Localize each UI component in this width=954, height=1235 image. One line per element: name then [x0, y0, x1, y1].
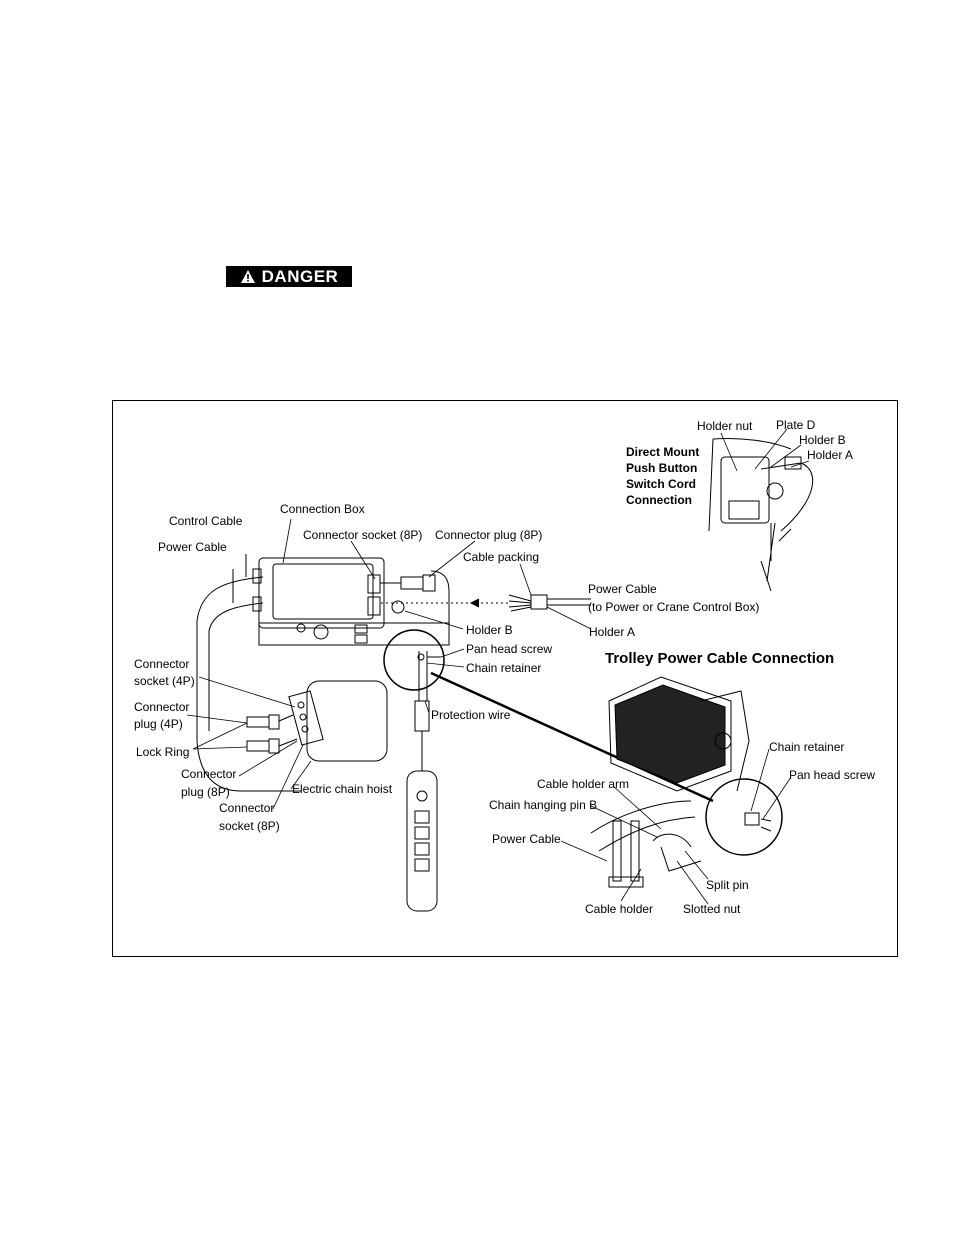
label-plate-d: Plate D: [776, 418, 816, 432]
label-control-cable: Control Cable: [169, 514, 243, 528]
label-power-cable-left: Power Cable: [158, 540, 227, 554]
label-chain-hanging-pin-b: Chain hanging pin B: [489, 798, 597, 812]
label-connector-socket-8p-top: Connector socket (8P): [303, 528, 422, 542]
label-holder-b-top: Holder B: [799, 433, 846, 447]
leader-lines: [186, 428, 810, 905]
label-pan-head-screw-right: Pan head screw: [789, 768, 875, 782]
label-electric-chain-hoist: Electric chain hoist: [292, 782, 393, 796]
connection-box-drawing: [252, 557, 450, 646]
top-connector-drawing: [380, 574, 591, 612]
trolley-title: Trolley Power Cable Connection: [605, 650, 834, 667]
danger-banner: DANGER: [226, 266, 352, 287]
wiring-diagram: Holder nut Plate D Holder B Holder A Dir…: [134, 418, 875, 916]
label-direct-mount-3: Switch Cord: [626, 477, 696, 491]
label-chain-retainer-mid: Chain retainer: [466, 661, 541, 675]
label-protection-wire: Protection wire: [431, 708, 511, 722]
label-holder-nut: Holder nut: [697, 419, 753, 433]
label-connector-socket-8p-1: Connector: [219, 801, 274, 815]
detail-callouts: [383, 629, 783, 856]
label-cable-holder: Cable holder: [585, 902, 653, 916]
trolley-drawing: [590, 676, 772, 888]
label-split-pin: Split pin: [706, 878, 749, 892]
cable-connection-figure: Holder nut Plate D Holder B Holder A Dir…: [112, 400, 898, 957]
label-pan-head-screw-mid: Pan head screw: [466, 642, 552, 656]
label-holder-a-mid: Holder A: [589, 625, 635, 639]
label-holder-a-top: Holder A: [807, 448, 853, 462]
label-direct-mount-2: Push Button: [626, 461, 697, 475]
label-connector-plug-8p-top: Connector plug (8P): [435, 528, 542, 542]
pendant-drawing: [406, 651, 438, 912]
label-slotted-nut: Slotted nut: [683, 902, 741, 916]
label-cable-holder-arm: Cable holder arm: [537, 777, 629, 791]
label-connector-socket-4p-2: socket (4P): [134, 674, 195, 688]
label-holder-b-mid: Holder B: [466, 623, 513, 637]
label-connection-box: Connection Box: [280, 502, 365, 516]
label-power-cable-mid-2: (to Power or Crane Control Box): [588, 600, 759, 614]
warning-icon: [240, 270, 255, 283]
label-connector-plug-8p-1: Connector: [181, 767, 236, 781]
label-connector-socket-8p-2: socket (8P): [219, 819, 280, 833]
label-connector-plug-4p-2: plug (4P): [134, 717, 183, 731]
label-direct-mount-1: Direct Mount: [626, 445, 699, 459]
label-power-cable-right: Power Cable: [492, 832, 561, 846]
label-cable-packing: Cable packing: [463, 550, 539, 564]
label-connector-plug-4p-1: Connector: [134, 700, 189, 714]
label-direct-mount-4: Connection: [626, 493, 692, 507]
label-power-cable-mid-1: Power Cable: [588, 582, 657, 596]
label-connector-plug-8p-2: plug (8P): [181, 785, 230, 799]
label-lock-ring: Lock Ring: [136, 745, 189, 759]
label-connector-socket-4p-1: Connector: [134, 657, 189, 671]
label-chain-retainer-right: Chain retainer: [769, 740, 844, 754]
cable-loop: [196, 554, 450, 792]
chain-hoist-drawing: [246, 680, 388, 762]
direct-mount-drawing: [708, 438, 814, 592]
danger-label: DANGER: [261, 266, 339, 286]
